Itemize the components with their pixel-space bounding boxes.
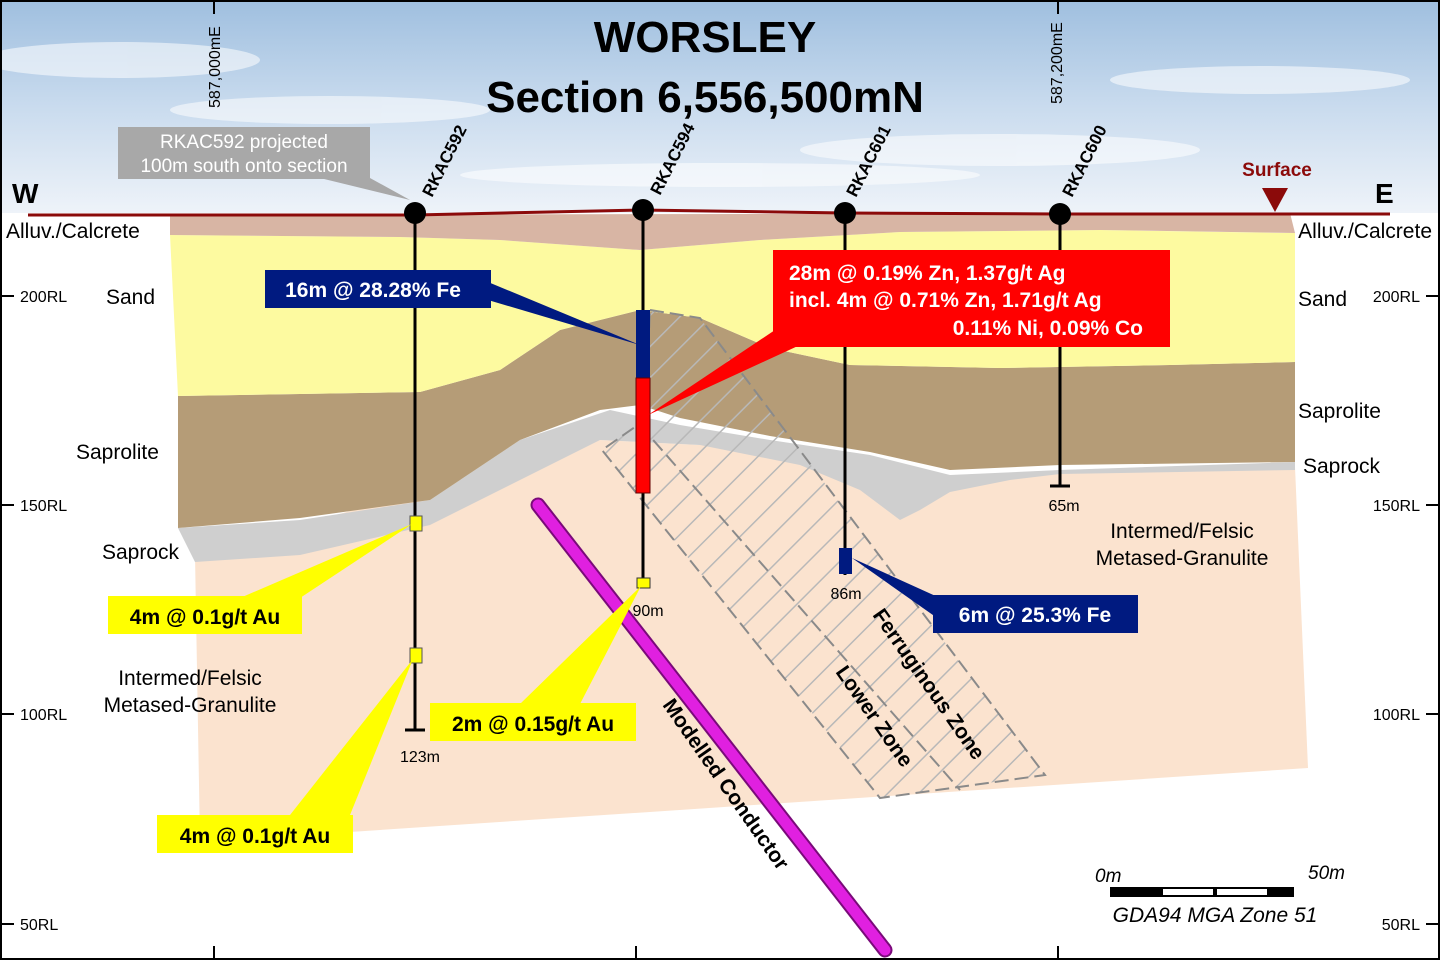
drillhole-rkac594[interactable] xyxy=(632,199,654,589)
scale-caption: GDA94 MGA Zone 51 xyxy=(1113,904,1318,927)
depth-label-rkac600: 65m xyxy=(1048,498,1079,515)
au-b-box xyxy=(157,815,353,853)
saprolite-label-right: Saprolite xyxy=(1298,400,1381,423)
section-subtitle: Section 6,556,500mN xyxy=(486,73,924,122)
au-intercept-mark xyxy=(636,577,651,589)
scale-left-label: 0m xyxy=(1095,866,1121,887)
au-b-leader xyxy=(290,659,413,815)
depth-label-rkac594: 90m xyxy=(632,603,663,620)
scale-right-label: 50m xyxy=(1308,863,1345,884)
rl-label-150-right: 150RL xyxy=(1373,498,1420,515)
fe-6m-leader xyxy=(852,558,940,620)
section-title: WORSLEY xyxy=(594,13,816,62)
projection-note-box xyxy=(118,127,370,179)
bedrock-label-left-1: Intermed/Felsic xyxy=(118,667,262,690)
fe-intercept-mark xyxy=(839,548,852,574)
zn-box xyxy=(773,250,1170,347)
surface-marker-icon xyxy=(1262,188,1288,212)
au-intercept-mark xyxy=(409,647,423,664)
alluv-label-left: Alluv./Calcrete xyxy=(6,220,140,243)
bedrock-label-left-2: Metased-Granulite xyxy=(104,694,277,717)
rl-label-50-left: 50RL xyxy=(20,917,58,934)
projection-note-line1: RKAC592 projected xyxy=(160,132,328,153)
alluv-label-right: Alluv./Calcrete xyxy=(1298,220,1432,243)
sand-label-right: Sand xyxy=(1298,288,1347,311)
depth-label-rkac601: 86m xyxy=(830,586,861,603)
alluvium-layer xyxy=(170,213,1295,250)
sand-label-left: Sand xyxy=(106,286,155,309)
easting-label-587200: 587,200mE xyxy=(1049,22,1066,104)
clouds xyxy=(0,42,1410,187)
easting-label-587000: 587,000mE xyxy=(207,26,224,108)
zn-intercept-mark xyxy=(635,377,651,494)
rl-label-100-left: 100RL xyxy=(20,707,67,724)
fe-6m-box xyxy=(933,595,1138,633)
west-label: W xyxy=(12,178,39,209)
rl-label-200-right: 200RL xyxy=(1373,289,1420,306)
rl-ticks xyxy=(0,295,1440,925)
bedrock-layer xyxy=(195,440,1308,842)
zn-label-line3: 0.11% Ni, 0.09% Co xyxy=(953,317,1143,340)
bedrock-label-right-2: Metased-Granulite xyxy=(1096,547,1269,570)
projection-note-leader xyxy=(320,178,410,200)
au-a-leader xyxy=(240,524,412,598)
au-c-label: 2m @ 0.15g/t Au xyxy=(452,713,614,736)
au-a-label: 4m @ 0.1g/t Au xyxy=(130,606,280,629)
au-b-label: 4m @ 0.1g/t Au xyxy=(180,825,330,848)
rl-label-100-right: 100RL xyxy=(1373,707,1420,724)
rl-label-150-left: 150RL xyxy=(20,498,67,515)
au-c-box xyxy=(430,703,636,741)
projection-note-line2: 100m south onto section xyxy=(140,156,347,177)
fe-16m-leader xyxy=(488,282,640,345)
bedrock-label-right-1: Intermed/Felsic xyxy=(1110,520,1254,543)
zn-leader xyxy=(648,330,800,415)
fe-6m-label: 6m @ 25.3% Fe xyxy=(959,604,1111,627)
surface-line xyxy=(28,208,1390,217)
rl-label-50-right: 50RL xyxy=(1382,917,1420,934)
fe-16m-box xyxy=(265,270,491,308)
east-label: E xyxy=(1375,178,1394,209)
saprock-label-left: Saprock xyxy=(102,541,180,564)
rl-label-200-left: 200RL xyxy=(20,289,67,306)
modelled-conductor xyxy=(532,499,891,956)
zn-label-line2: incl. 4m @ 0.71% Zn, 1.71g/t Ag xyxy=(789,289,1102,312)
surface-label: Surface xyxy=(1242,160,1312,181)
scale-bar xyxy=(1110,887,1294,897)
fe-intercept-mark xyxy=(636,310,650,378)
saprock-label-right: Saprock xyxy=(1303,455,1381,478)
depth-label-rkac592: 123m xyxy=(400,749,440,766)
au-a-box xyxy=(108,596,302,634)
zn-label-line1: 28m @ 0.19% Zn, 1.37g/t Ag xyxy=(789,262,1065,285)
lower-zone-boundary xyxy=(639,424,961,791)
saprolite-label-left: Saprolite xyxy=(76,441,159,464)
fe-16m-label: 16m @ 28.28% Fe xyxy=(285,279,461,302)
au-intercept-mark xyxy=(409,515,423,532)
au-c-leader xyxy=(520,586,641,704)
